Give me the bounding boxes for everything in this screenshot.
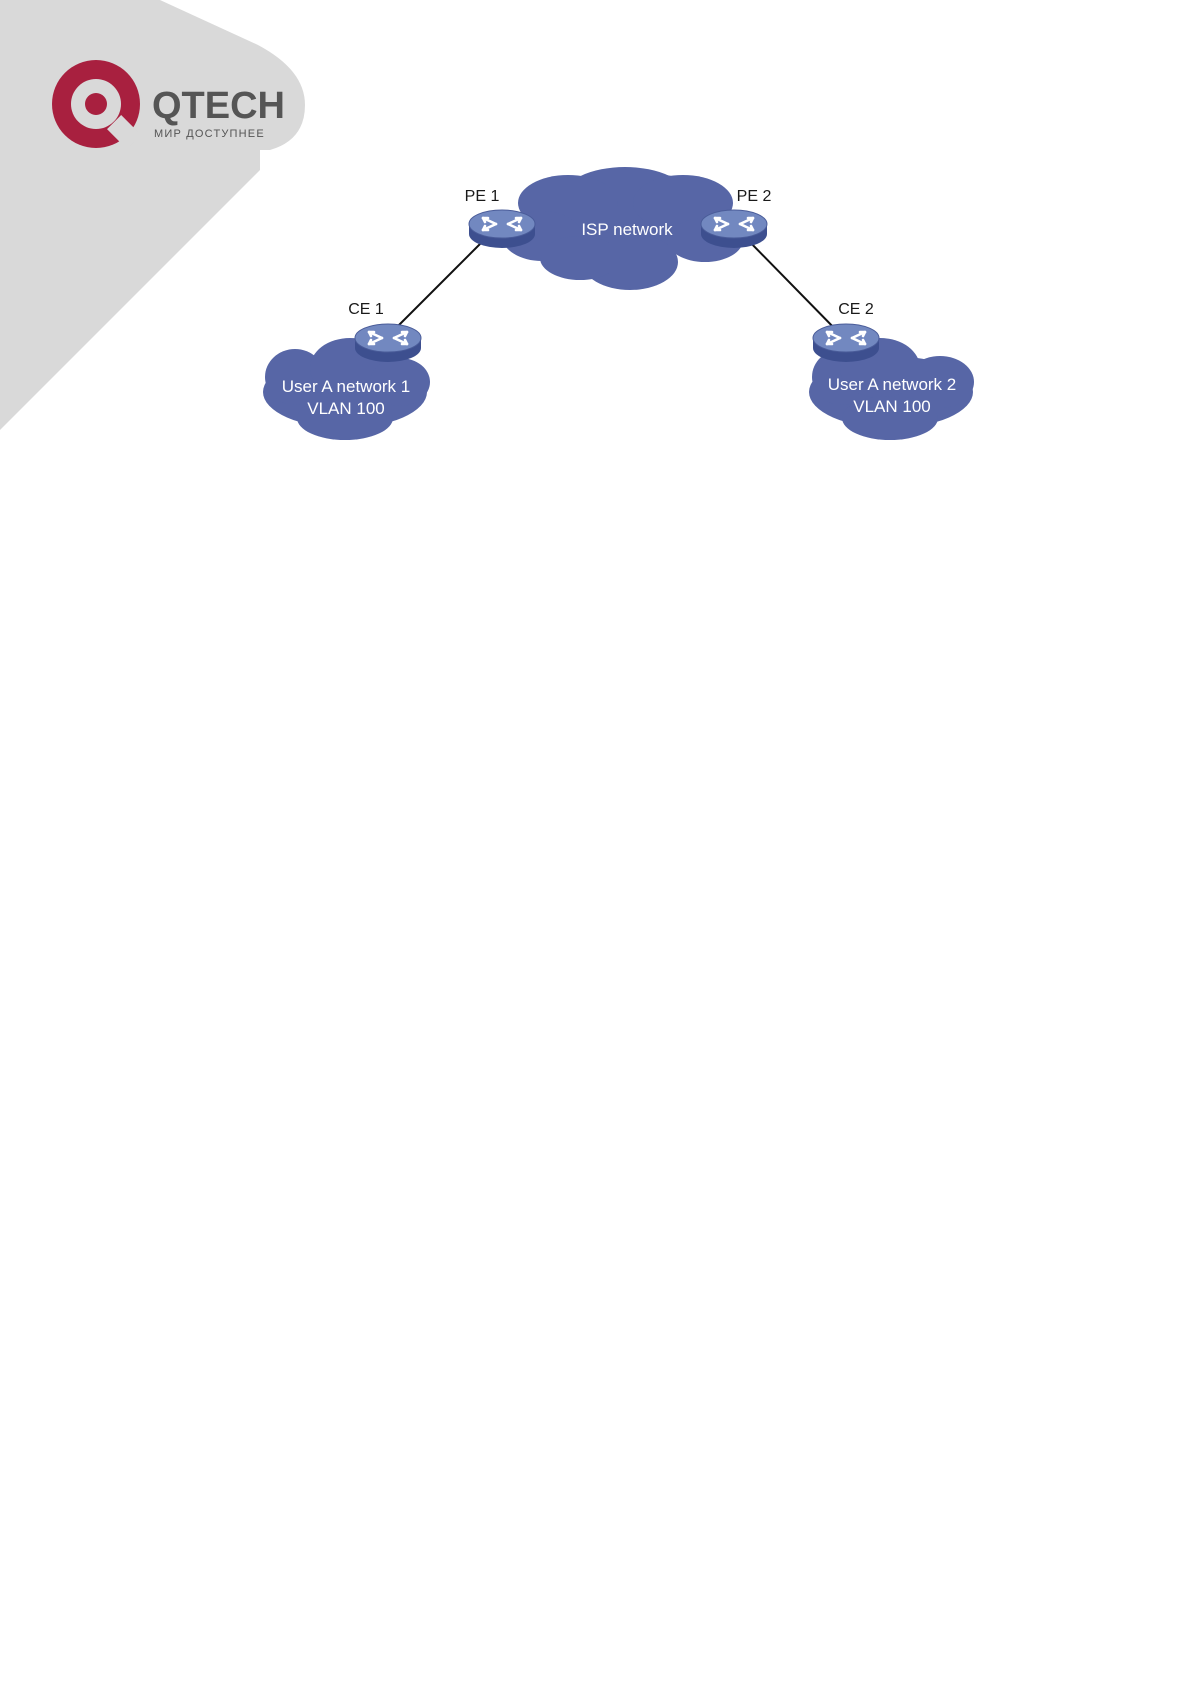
pe2-switch-icon <box>701 210 767 248</box>
pe1-switch-icon <box>469 210 535 248</box>
ce2-switch-icon <box>813 324 879 362</box>
link-ce1-pe1 <box>388 236 488 336</box>
cloud-user1-label: User A network 1 <box>282 377 411 396</box>
ce1-label: CE 1 <box>348 301 384 318</box>
cloud-user1-vlan: VLAN 100 <box>307 399 385 418</box>
ce1-switch-icon <box>355 324 421 362</box>
link-pe2-ce2 <box>744 236 842 336</box>
pe2-label: PE 2 <box>737 188 772 205</box>
ce2-label: CE 2 <box>838 301 874 318</box>
pe1-label: PE 1 <box>465 188 500 205</box>
cloud-user2-label: User A network 2 <box>828 375 957 394</box>
network-diagram: ISP network User A network 1 VLAN 100 Us… <box>0 0 1191 470</box>
cloud-isp-label: ISP network <box>581 220 673 239</box>
cloud-user2-vlan: VLAN 100 <box>853 397 931 416</box>
